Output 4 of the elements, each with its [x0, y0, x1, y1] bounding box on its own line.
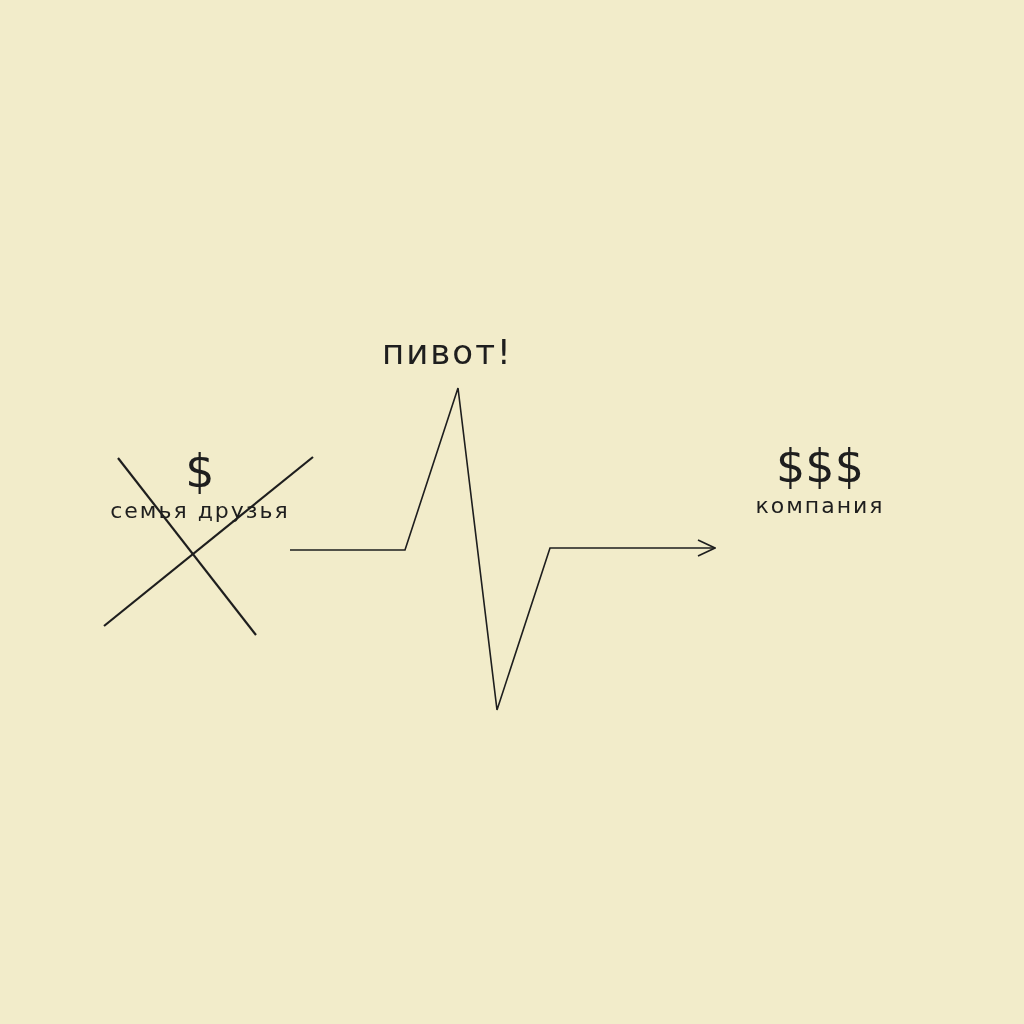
node-label: компания [755, 492, 885, 520]
dollar-sign-text: $$$ [776, 440, 864, 492]
dollar-sign-text: $ [185, 445, 215, 497]
zigzag-arrow [289, 387, 716, 711]
